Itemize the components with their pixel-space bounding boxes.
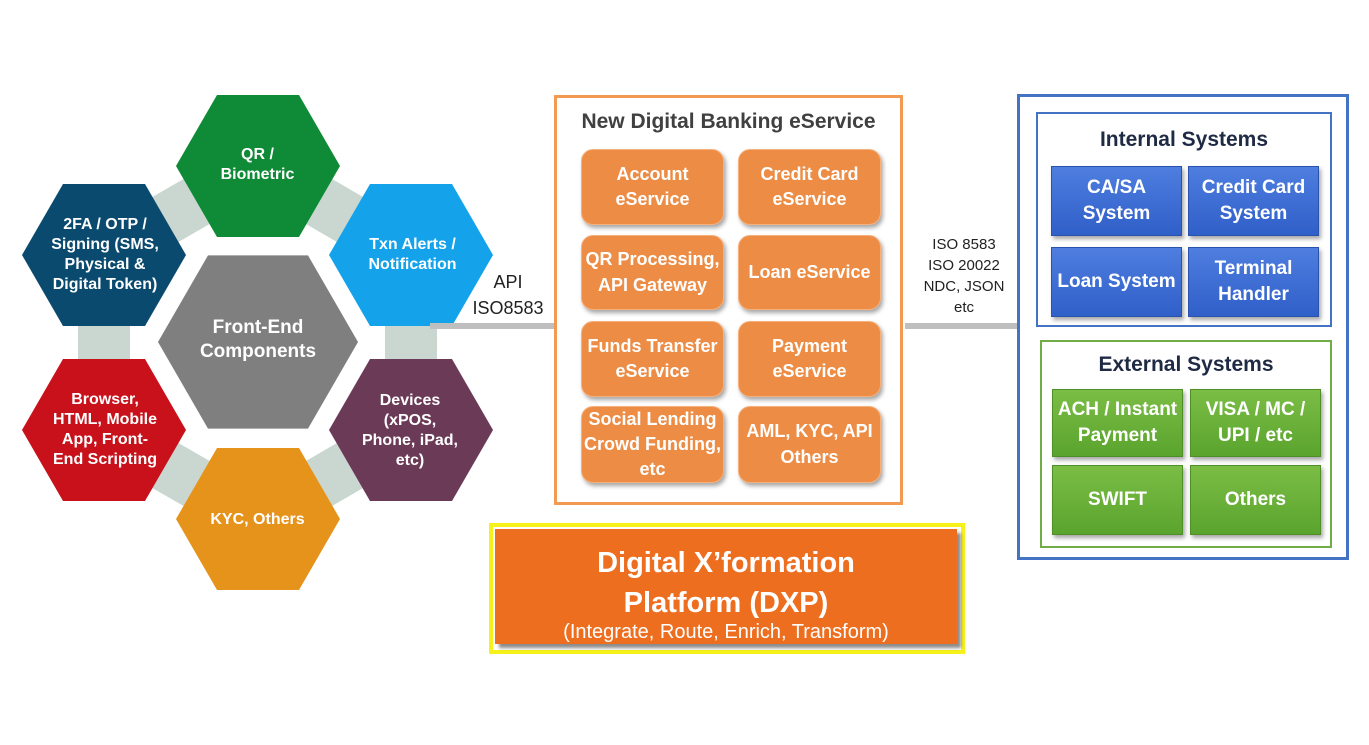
api-label: API xyxy=(493,272,523,292)
devices-label: Devices (xPOS, Phone, iPad, etc) xyxy=(361,392,458,469)
dxp-subtitle: (Integrate, Route, Enrich, Transform) xyxy=(563,621,889,643)
twofa-label: 2FA / OTP / Signing (SMS, Physical & Dig… xyxy=(51,216,159,293)
account-eservice-box: Account eService xyxy=(581,149,724,225)
casa-system-box: CA/SA System xyxy=(1051,166,1182,236)
iso-protocols-label: ISO 8583 ISO 20022 NDC, JSON etc xyxy=(923,236,1005,316)
systems-panel: Internal Systems CA/SA System Credit Car… xyxy=(1017,94,1349,560)
dxp-platform-box: Digital X’formation Platform (DXP) (Inte… xyxy=(489,523,965,654)
internal-systems-title: Internal Systems xyxy=(1099,128,1269,151)
qr-biometric-hex xyxy=(176,95,340,237)
visa-mc-upi-box: VISA / MC / UPI / etc xyxy=(1190,389,1321,457)
hex-shapes xyxy=(22,95,493,590)
front-end-components-label: Front-End Components xyxy=(199,317,317,362)
iso-connector-line xyxy=(905,323,1019,329)
aml-kyc-box: AML, KYC, API Others xyxy=(738,406,881,483)
payment-eservice-box: Payment eService xyxy=(738,321,881,397)
devices-hex xyxy=(329,359,493,501)
social-lending-box: Social Lending Crowd Funding, etc xyxy=(581,406,724,483)
twofa-hex xyxy=(22,184,186,326)
loan-system-box: Loan System xyxy=(1051,247,1182,317)
txn-alerts-label: Txn Alerts / Notification xyxy=(368,236,457,273)
credit-card-eservice-box: Credit Card eService xyxy=(738,149,881,225)
qr-processing-box: QR Processing, API Gateway xyxy=(581,235,724,310)
loan-eservice-box: Loan eService xyxy=(738,235,881,310)
terminal-handler-box: Terminal Handler xyxy=(1188,247,1319,317)
funds-transfer-box: Funds Transfer eService xyxy=(581,321,724,397)
qr-biometric-label: QR / Biometric xyxy=(220,146,295,183)
external-others-box: Others xyxy=(1190,465,1321,535)
front-end-hex-cluster xyxy=(22,95,493,590)
api-connector-line xyxy=(430,323,555,329)
ach-instant-payment-box: ACH / Instant Payment xyxy=(1052,389,1183,457)
front-end-components-hex xyxy=(158,255,358,429)
browser-hex xyxy=(22,359,186,501)
internal-systems-group: Internal Systems CA/SA System Credit Car… xyxy=(1036,112,1332,327)
swift-box: SWIFT xyxy=(1052,465,1183,535)
eservice-panel-title: New Digital Banking eService xyxy=(581,110,876,133)
external-systems-title: External Systems xyxy=(1098,353,1274,376)
dxp-title: Digital X’formation Platform (DXP) xyxy=(597,547,855,619)
iso8583-label: ISO8583 xyxy=(472,298,544,318)
digital-banking-eservice-panel: New Digital Banking eService Account eSe… xyxy=(554,95,903,505)
kyc-others-label: KYC, Others xyxy=(210,511,305,528)
credit-card-system-box: Credit Card System xyxy=(1188,166,1319,236)
txn-alerts-hex xyxy=(329,184,493,326)
kyc-others-hex xyxy=(176,448,340,590)
browser-label: Browser, HTML, Mobile App, Front-End Scr… xyxy=(53,391,157,468)
external-systems-group: External Systems ACH / Instant Payment V… xyxy=(1040,340,1332,548)
dxp-platform-fill: Digital X’formation Platform (DXP) (Inte… xyxy=(495,529,957,644)
